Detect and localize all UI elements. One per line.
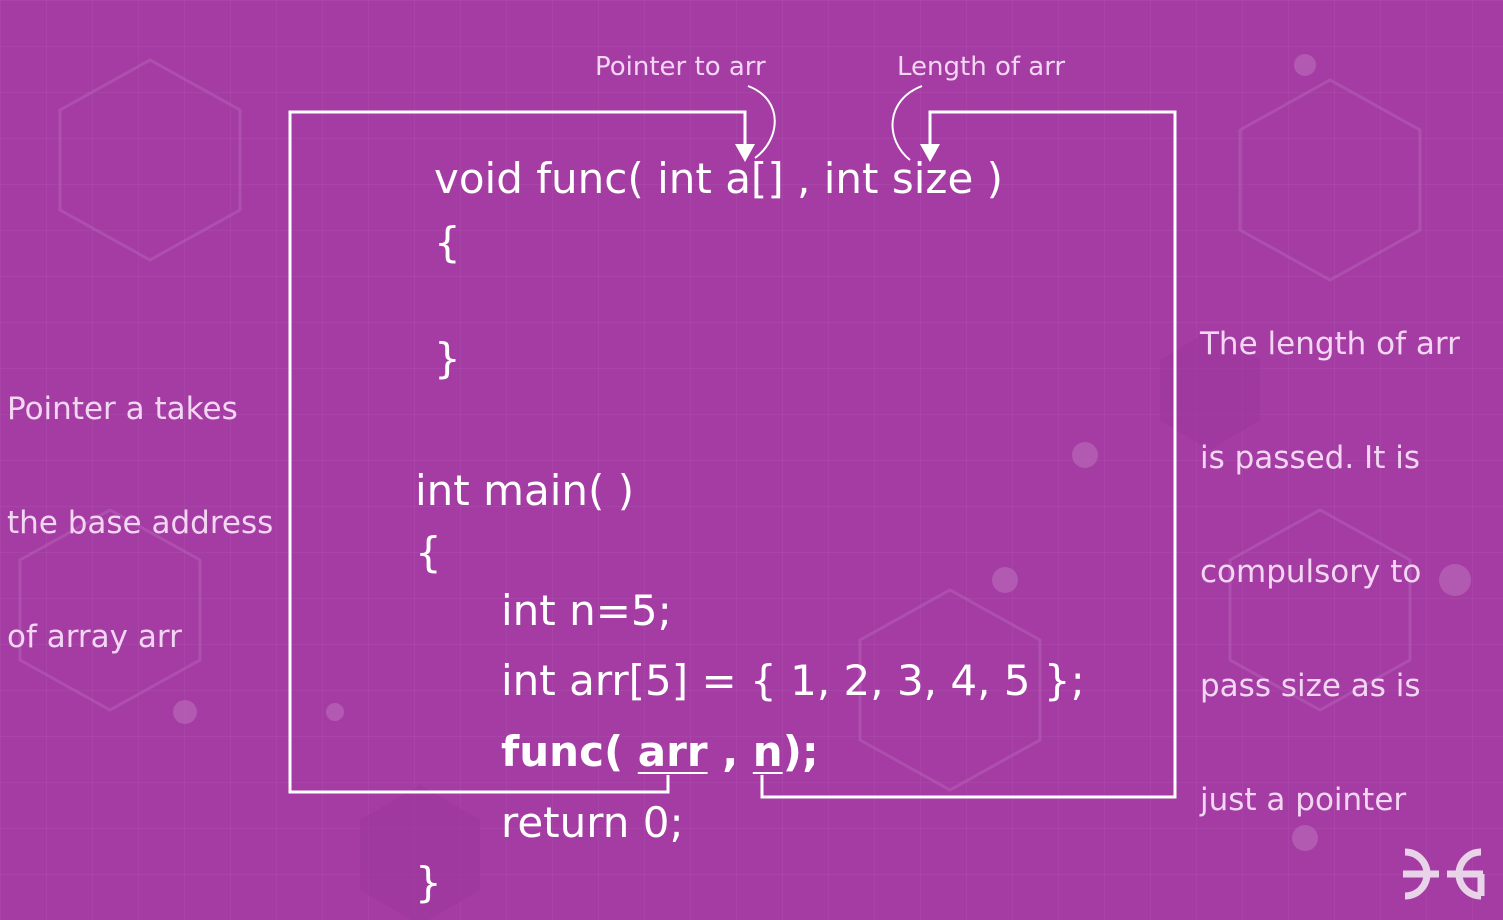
right-note-line: just a pointer	[1200, 782, 1407, 818]
code-line-arr: int arr[5] = { 1, 2, 3, 4, 5 };	[501, 656, 1085, 705]
right-note-line: compulsory to	[1200, 554, 1422, 590]
background-nodes	[173, 54, 1471, 851]
code-line-n: int n=5;	[501, 586, 672, 635]
right-note: The length of arr is passed. It is compu…	[1200, 249, 1460, 857]
background-hexagons	[18, 58, 1422, 792]
callout-curve-pointer	[747, 85, 776, 159]
right-note-line: pass size as is	[1200, 668, 1421, 704]
code-main-close-brace: }	[415, 858, 442, 907]
right-note-line: The length of arr	[1200, 326, 1460, 362]
arrow-head-size	[920, 144, 940, 162]
connector-arr-to-a	[288, 110, 747, 794]
right-note-line: is passed. It is	[1200, 440, 1420, 476]
left-note: Pointer a takes the base address of arra…	[7, 314, 273, 694]
left-note-line: the base address	[7, 505, 274, 541]
code-func-signature: void func( int a[] , int size )	[434, 154, 1004, 203]
geeksforgeeks-logo-icon	[1403, 848, 1485, 900]
call-separator: ,	[707, 727, 753, 776]
code-main-signature: int main( )	[415, 466, 635, 515]
callout-curve-length	[891, 85, 923, 161]
call-prefix: func(	[501, 727, 638, 776]
background-hex-fill	[360, 330, 1260, 920]
call-suffix: );	[782, 727, 819, 776]
code-func-close-brace: }	[434, 334, 461, 383]
call-arg-arr: arr	[637, 727, 708, 776]
connector-n-to-size	[760, 110, 1177, 799]
code-func-open-brace: {	[434, 218, 461, 267]
code-line-return: return 0;	[501, 798, 684, 847]
left-note-line: Pointer a takes	[7, 391, 238, 427]
label-length-of-arr: Length of arr	[897, 52, 1066, 82]
left-note-line: of array arr	[7, 619, 182, 655]
call-arg-n: n	[752, 727, 783, 776]
code-func-call: func( arr , n);	[501, 731, 819, 773]
label-pointer-to-arr: Pointer to arr	[595, 52, 766, 82]
code-main-open-brace: {	[415, 528, 442, 577]
arrow-head-a	[735, 144, 755, 162]
